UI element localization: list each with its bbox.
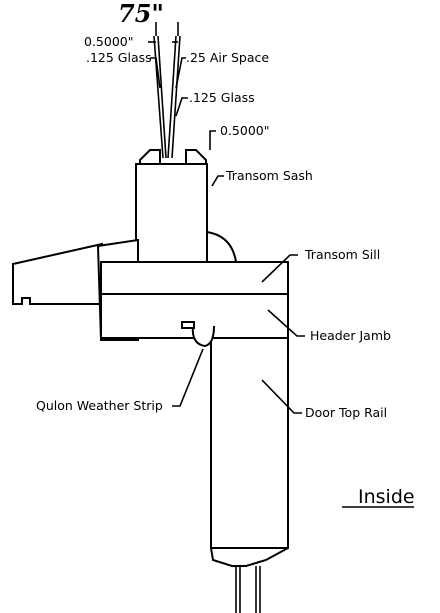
label-air-space: .25 Air Space [186, 50, 269, 65]
door-glass [235, 566, 261, 613]
label-glass-outer: .125 Glass [86, 50, 152, 65]
weather-strip [181, 321, 215, 348]
door-glass-stop [209, 547, 289, 567]
label-inside: Inside [358, 486, 415, 508]
outer-drip-profile [12, 242, 103, 305]
leader-lines [148, 41, 414, 508]
transom-sash [135, 163, 208, 265]
door-top-rail [210, 337, 289, 549]
insulated-glass-unit [153, 22, 181, 159]
dim-label-right: 0.5000" [220, 123, 270, 138]
label-transom-sill: Transom Sill [304, 247, 380, 262]
label-door-top-rail: Door Top Rail [305, 405, 387, 420]
dim-label-top: 0.5000" [84, 34, 134, 49]
label-header-jamb: Header Jamb [310, 328, 391, 343]
label-transom-sash: Transom Sash [225, 168, 313, 183]
dimension-note: 75" [118, 0, 164, 28]
sash-bead [206, 230, 238, 263]
transom-sill [100, 261, 289, 295]
label-weather-strip: Qulon Weather Strip [36, 398, 163, 413]
label-glass-inner: .125 Glass [189, 90, 255, 105]
